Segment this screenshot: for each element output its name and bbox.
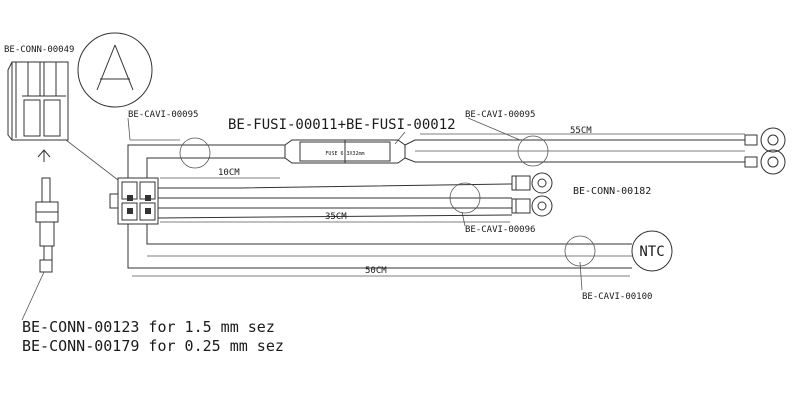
arrow-up-icon — [37, 149, 51, 162]
main-connector-block — [109, 177, 159, 225]
length-50cm: 50CM — [365, 266, 387, 276]
crimp-terminal — [35, 177, 59, 273]
ring-terminal-mid-1 — [511, 172, 553, 194]
length-35cm: 35CM — [325, 212, 347, 222]
label-conn-00049: BE-CONN-00049 — [4, 45, 74, 55]
ring-terminal-bottom — [744, 149, 786, 175]
note-line-2: BE-CONN-00179 for 0.25 mm sez — [22, 337, 284, 355]
length-55cm: 55CM — [570, 126, 592, 136]
note-line-1: BE-CONN-00123 for 1.5 mm sez — [22, 318, 275, 336]
wire-harness — [127, 139, 745, 269]
label-cavi-right: BE-CAVI-00095 — [465, 110, 535, 120]
dimension-lines — [132, 133, 745, 277]
ntc-label: NTC — [639, 244, 664, 260]
connector-housing-top — [7, 61, 69, 141]
label-cavi-mid: BE-CAVI-00096 — [465, 225, 535, 235]
fuse-spec-label: FUSE 6.3X32mm — [325, 151, 364, 157]
label-cavi-left: BE-CAVI-00095 — [128, 110, 198, 120]
leader-lines — [21, 117, 583, 321]
ring-terminal-mid-2 — [511, 195, 553, 217]
ring-terminal-top — [744, 127, 786, 153]
label-cavi-bottom: BE-CAVI-00100 — [582, 292, 652, 302]
length-10cm: 10CM — [218, 168, 240, 178]
label-conn-00182: BE-CONN-00182 — [573, 186, 651, 197]
label-fuse-assembly: BE-FUSI-00011+BE-FUSI-00012 — [228, 117, 456, 133]
caution-triangle-icon — [77, 32, 153, 108]
callout-circles — [179, 135, 596, 267]
fuse-holder — [284, 139, 406, 164]
ntc-sensor — [631, 230, 673, 272]
